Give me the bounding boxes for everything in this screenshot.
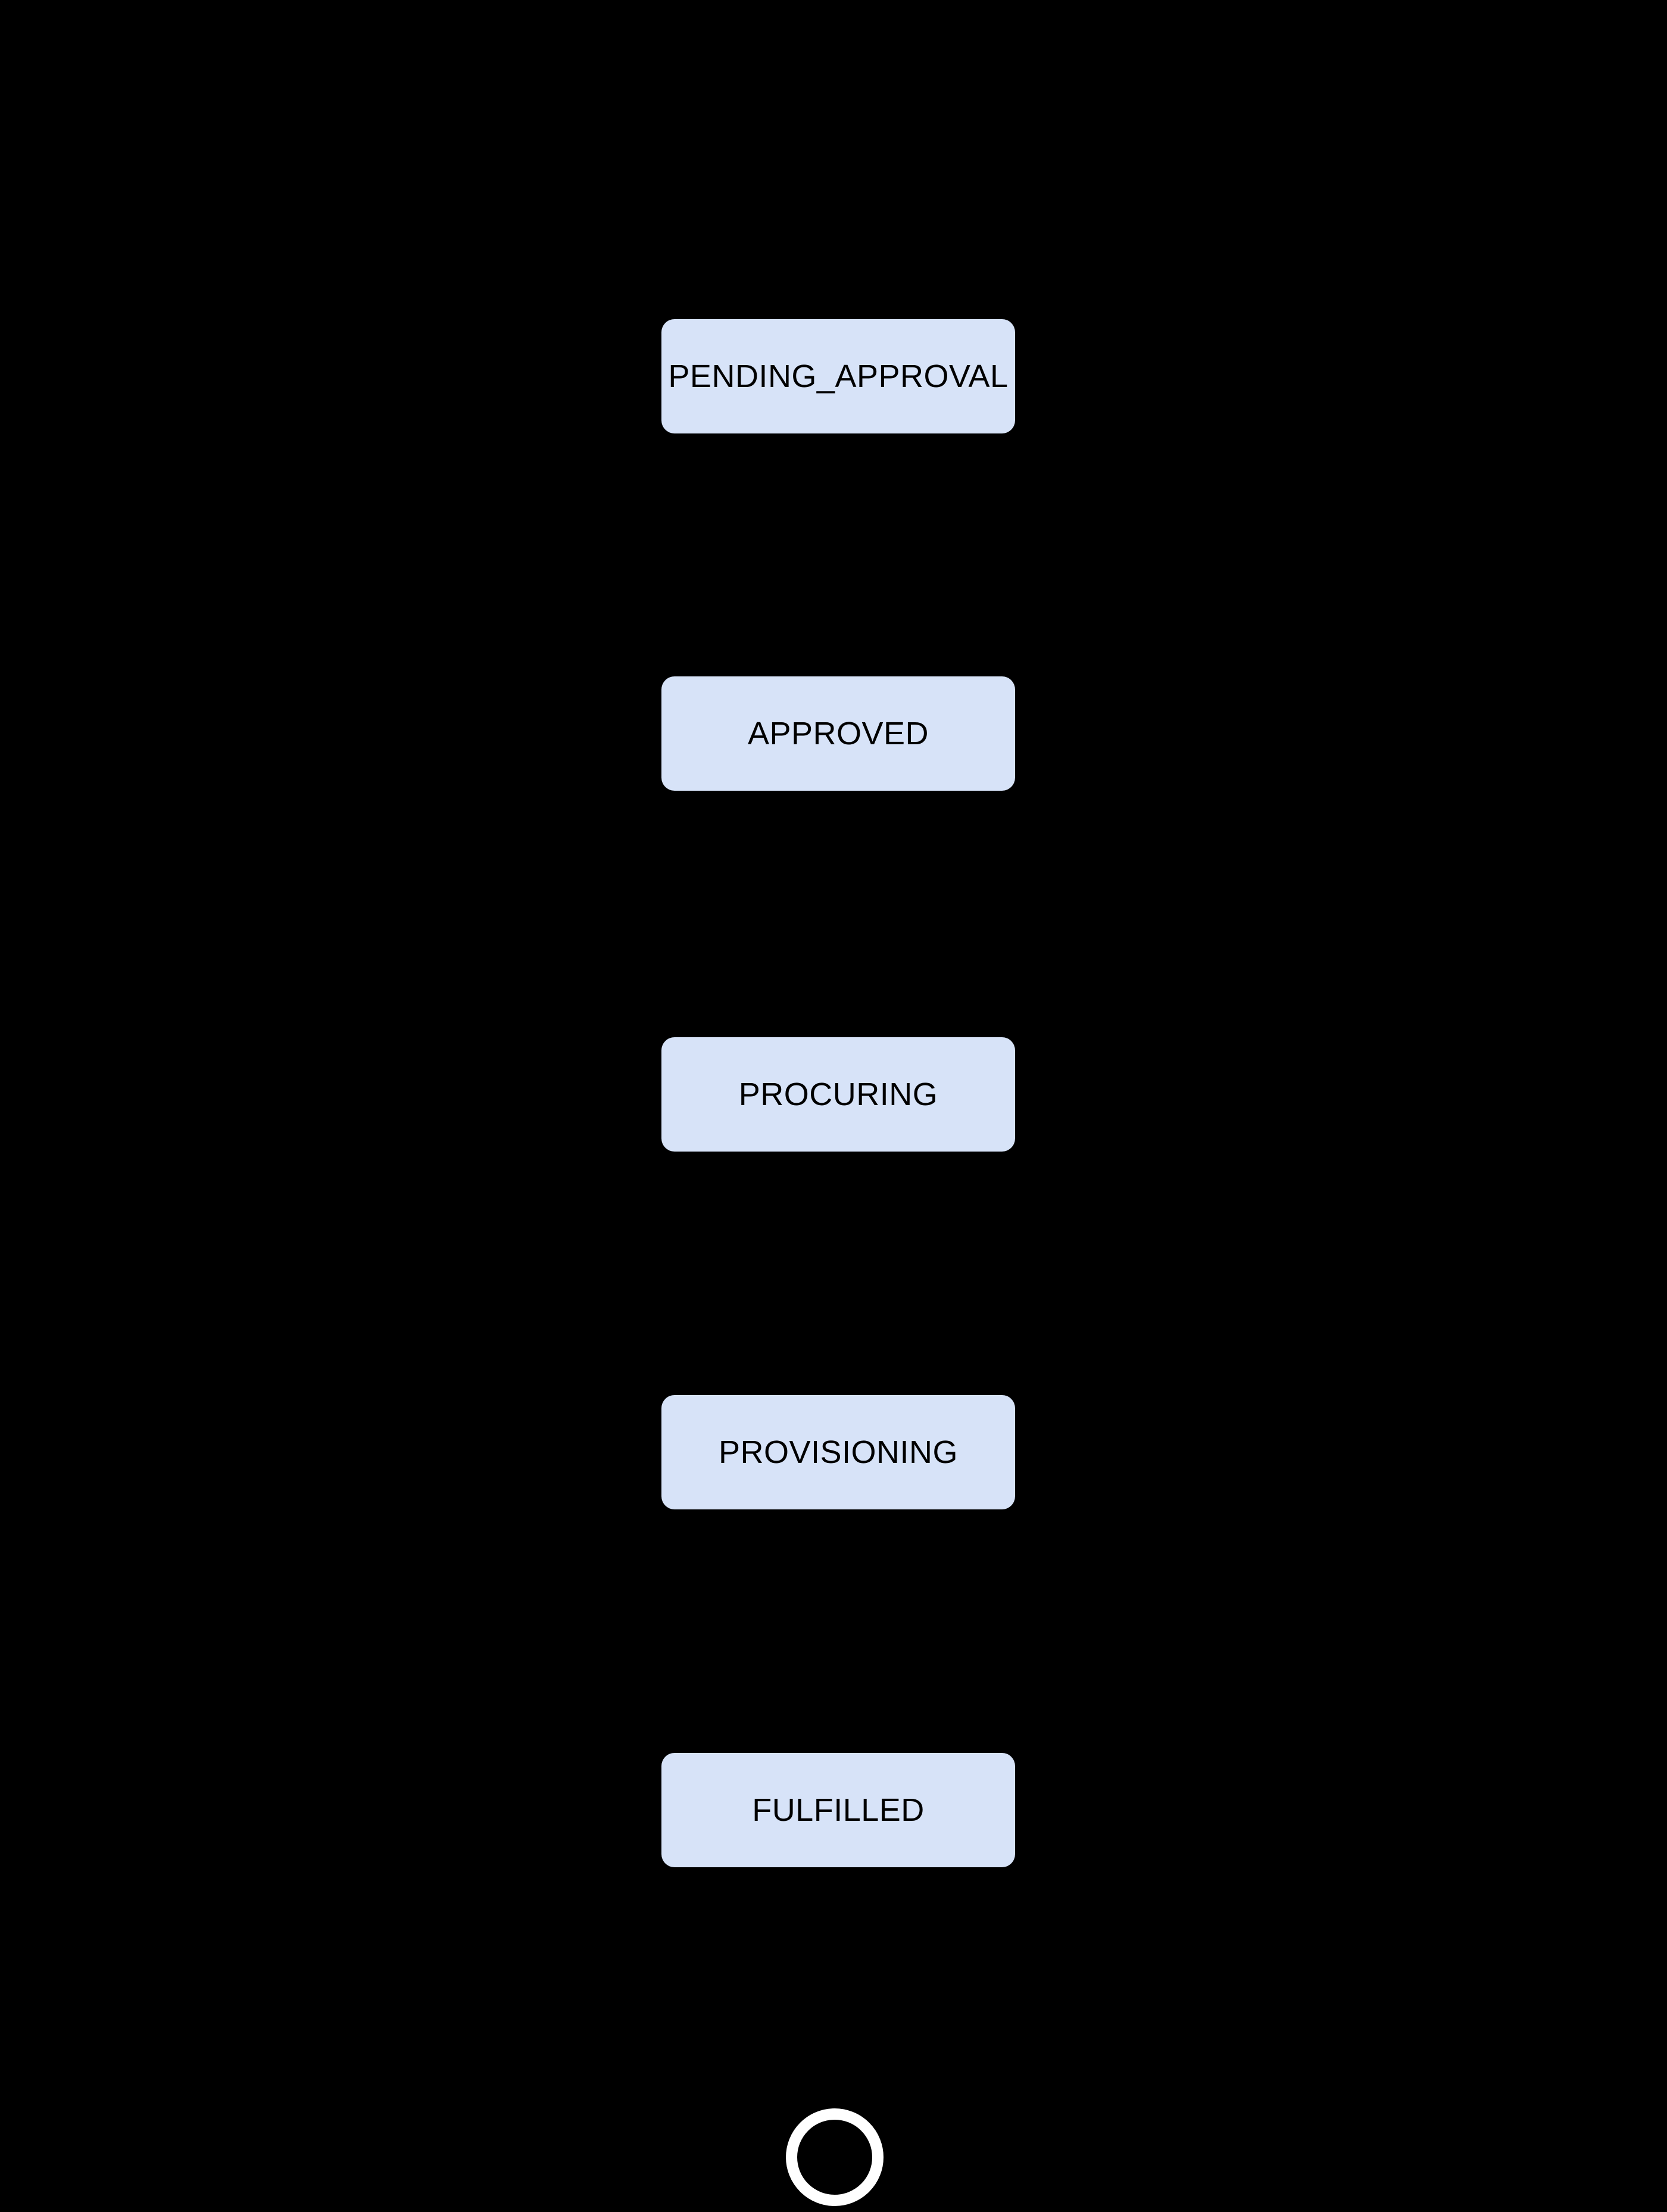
state-node-pending-approval: PENDING_APPROVAL [661,319,1015,433]
state-label: PENDING_APPROVAL [668,358,1009,394]
state-label: PROVISIONING [718,1434,959,1470]
state-label: APPROVED [747,716,929,751]
state-node-procuring: PROCURING [661,1037,1015,1152]
state-label: PROCURING [738,1077,938,1112]
state-node-provisioning: PROVISIONING [661,1395,1015,1509]
state-label: FULFILLED [752,1792,925,1828]
state-node-approved: APPROVED [661,676,1015,791]
state-node-fulfilled: FULFILLED [661,1753,1015,1867]
final-state-ring-icon [786,2108,884,2206]
